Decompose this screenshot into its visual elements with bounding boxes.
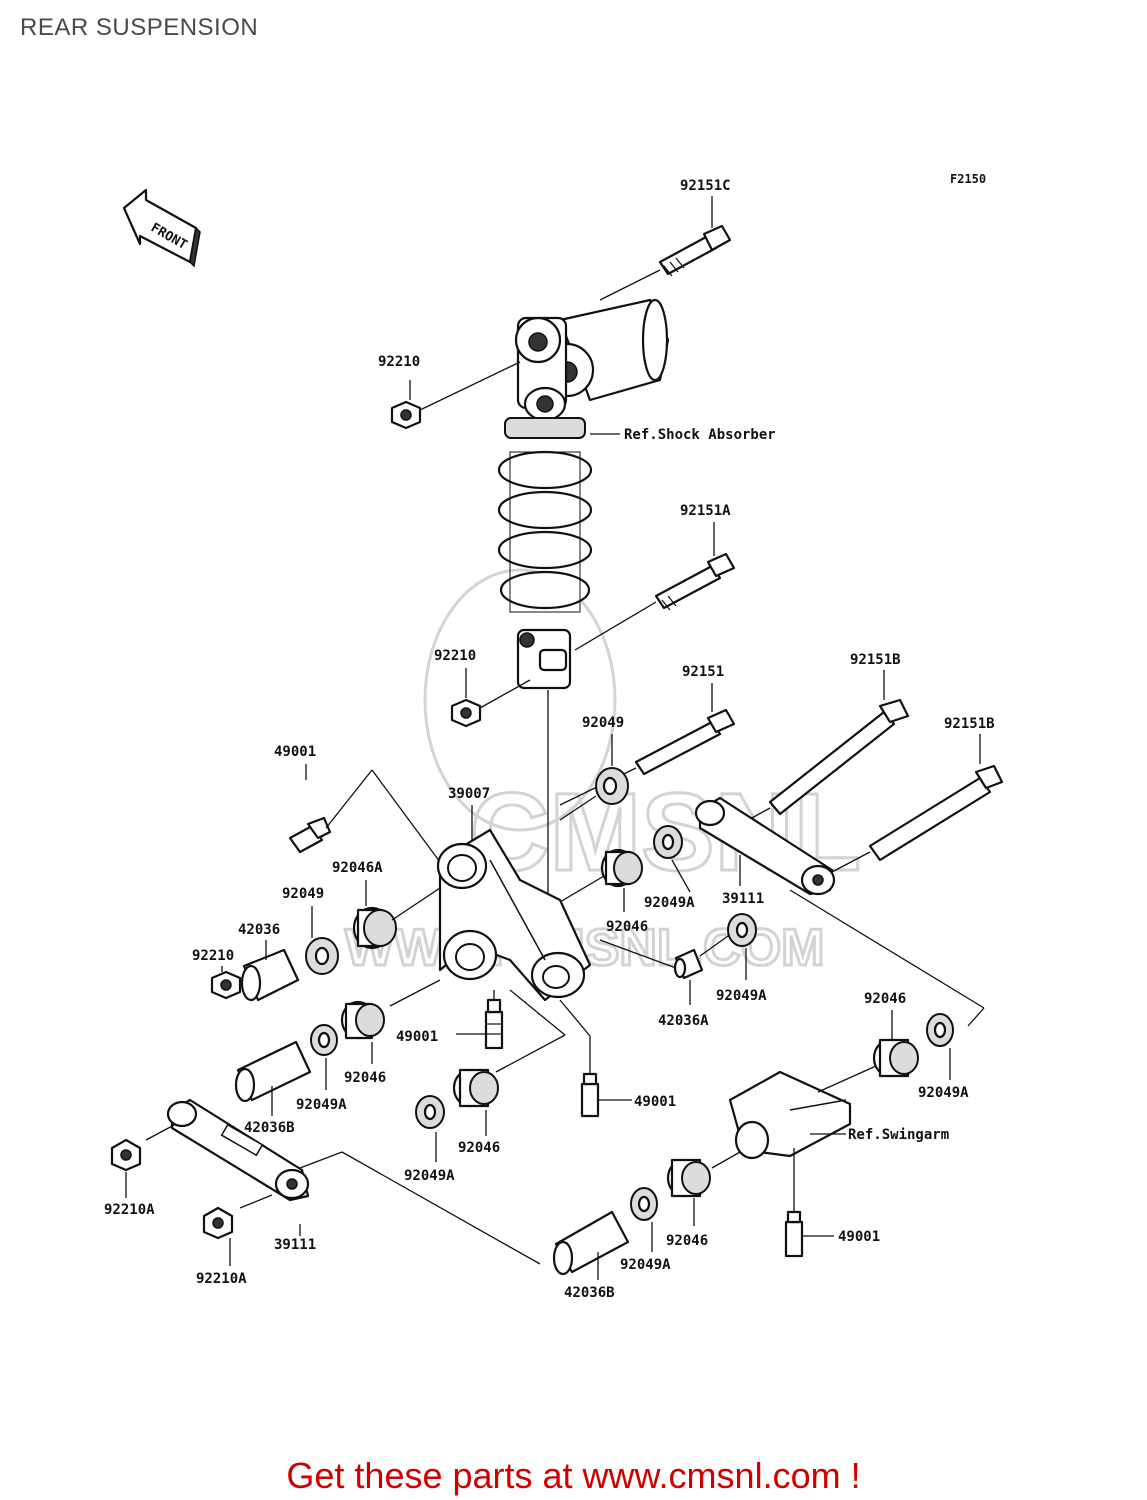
label-42036b-b: 42036B — [564, 1285, 615, 1301]
label-92151c: 92151C — [680, 178, 731, 194]
label-ref-swingarm: Ref.Swingarm — [848, 1127, 949, 1143]
collar-42036b-b-icon — [552, 1210, 630, 1276]
collar-42036-icon — [240, 948, 300, 1002]
label-49001-a: 49001 — [274, 744, 316, 760]
bearing-92046-b-icon — [340, 1000, 385, 1040]
bearing-92046a-icon — [352, 906, 397, 950]
label-92049-b: 92049 — [282, 886, 324, 902]
label-92049a-d: 92049A — [404, 1168, 455, 1184]
label-39007: 39007 — [448, 786, 490, 802]
collar-42036b-a-icon — [234, 1040, 312, 1103]
label-92046-b: 92046 — [344, 1070, 386, 1086]
label-42036: 42036 — [238, 922, 280, 938]
grease-nipple-49001-d-icon — [784, 1210, 804, 1258]
label-92046a: 92046A — [332, 860, 383, 876]
nut-92210-left-icon — [210, 970, 242, 1000]
bearing-92046-e-icon — [666, 1158, 711, 1198]
label-49001-d: 49001 — [838, 1229, 880, 1245]
label-49001-c: 49001 — [634, 1094, 676, 1110]
label-92210-mid: 92210 — [434, 648, 476, 664]
label-ref-shock-absorber: Ref.Shock Absorber — [624, 427, 776, 443]
label-42036a: 42036A — [658, 1013, 709, 1029]
washer-92049a-e-icon — [926, 1013, 954, 1047]
nut-92210a-b-icon — [202, 1206, 234, 1240]
label-92046-a: 92046 — [606, 919, 648, 935]
washer-92049a-a-icon — [653, 825, 683, 859]
grease-nipple-49001-a-icon — [288, 816, 332, 854]
washer-92049a-b-icon — [727, 913, 757, 947]
washer-92049-b-icon — [305, 937, 339, 975]
front-arrow-icon: FRONT — [122, 188, 201, 268]
washer-92049a-d-icon — [415, 1095, 445, 1129]
swingarm-ref-icon — [728, 1070, 852, 1160]
label-92151a: 92151A — [680, 503, 731, 519]
label-92049a-c: 92049A — [296, 1097, 347, 1113]
label-92210a-a: 92210A — [104, 1202, 155, 1218]
bearing-92046-d-icon — [872, 1038, 919, 1078]
label-92046-e: 92046 — [666, 1233, 708, 1249]
label-92049a-a: 92049A — [644, 895, 695, 911]
tie-rod-39111-lower-icon — [166, 1098, 310, 1202]
washer-92049a-f-icon — [630, 1187, 658, 1221]
label-92151b-1: 92151B — [850, 652, 901, 668]
nut-92210-mid-icon — [450, 698, 482, 728]
label-39111-a: 39111 — [722, 891, 764, 907]
label-92049-a: 92049 — [582, 715, 624, 731]
label-92046-c: 92046 — [458, 1140, 500, 1156]
grease-nipple-49001-b-icon — [484, 998, 504, 1050]
label-42036b-a: 42036B — [244, 1120, 295, 1136]
label-92210-left: 92210 — [192, 948, 234, 964]
nut-92210a-a-icon — [110, 1138, 142, 1172]
grease-nipple-49001-c-icon — [580, 1072, 600, 1118]
bolt-92151a-icon — [654, 552, 736, 611]
label-92049a-b: 92049A — [716, 988, 767, 1004]
label-92151: 92151 — [682, 664, 724, 680]
label-39111-b: 39111 — [274, 1237, 316, 1253]
bolt-92151c-icon — [658, 224, 732, 277]
tie-rod-39111-upper-icon — [694, 796, 836, 896]
label-92210-top: 92210 — [378, 354, 420, 370]
label-92151b-2: 92151B — [944, 716, 995, 732]
rocker-arm-39007-icon — [436, 828, 592, 1002]
page-title: REAR SUSPENSION — [20, 14, 259, 41]
collar-42036a-icon — [673, 948, 704, 980]
bearing-92046-c-icon — [452, 1068, 499, 1108]
label-92046-d: 92046 — [864, 991, 906, 1007]
nut-92210-top-icon — [390, 400, 422, 430]
bolt-92151-icon — [634, 708, 736, 776]
label-92210a-b: 92210A — [196, 1271, 247, 1287]
shock-absorber-icon — [497, 298, 670, 690]
promo-link[interactable]: Get these parts at www.cmsnl.com ! — [286, 1455, 861, 1496]
label-92049a-f: 92049A — [620, 1257, 671, 1273]
label-49001-b: 49001 — [396, 1029, 438, 1045]
label-92049a-e: 92049A — [918, 1085, 969, 1101]
figure-code: F2150 — [950, 172, 987, 186]
washer-92049a-c-icon — [310, 1024, 338, 1056]
washer-92049-a-icon — [595, 767, 629, 805]
bearing-92046-a-icon — [600, 848, 643, 888]
bolt-92151b-upper-icon — [768, 698, 910, 816]
bolt-92151b-lower-icon — [868, 764, 1004, 862]
